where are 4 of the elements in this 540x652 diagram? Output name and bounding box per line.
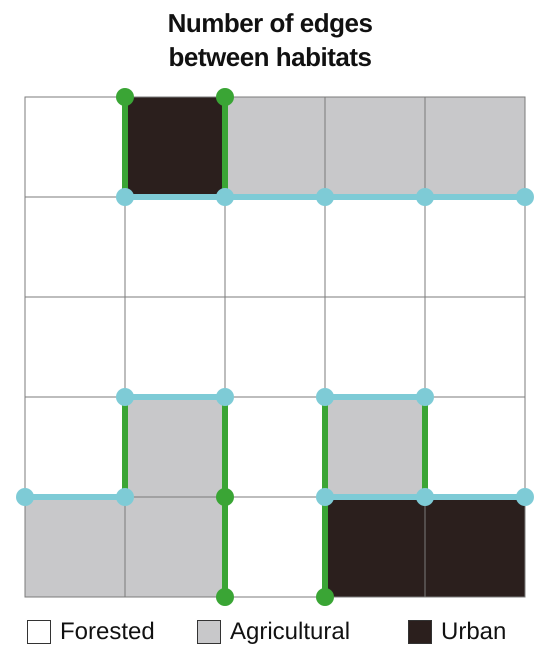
legend-label: Forested [60,618,155,646]
diagram-title: Number of edges between habitats [166,7,374,74]
legend-label: Agricultural [230,618,350,646]
legend-label: Urban [441,618,506,646]
